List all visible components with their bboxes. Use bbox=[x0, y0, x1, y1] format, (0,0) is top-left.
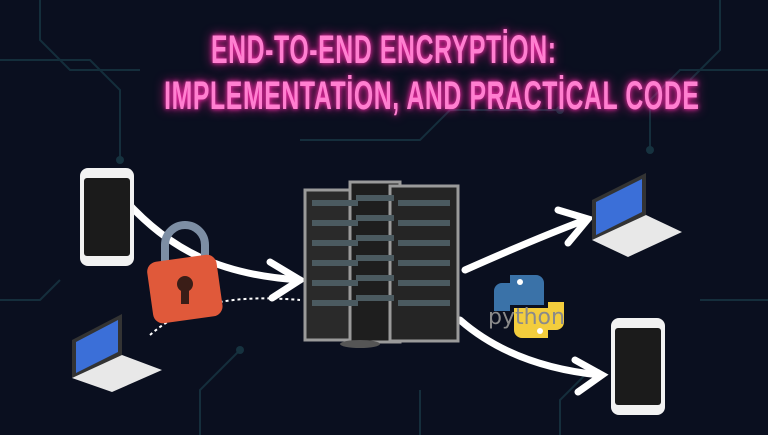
python-logo-icon bbox=[494, 275, 564, 338]
server-rack-icon bbox=[303, 180, 460, 348]
laptop-icon bbox=[592, 173, 682, 257]
title-line-1: END-TO-END ENCRYPTİON: bbox=[211, 28, 557, 72]
python-logo-text: python bbox=[488, 305, 565, 330]
dashed-connector bbox=[149, 297, 301, 336]
title-line-2: IMPLEMENTATİON, AND PRACTİCAL CODE bbox=[164, 74, 700, 118]
smartphone-icon bbox=[611, 318, 665, 415]
laptop-icon bbox=[72, 314, 162, 392]
padlock-icon bbox=[147, 221, 223, 324]
smartphone-icon bbox=[80, 168, 134, 266]
